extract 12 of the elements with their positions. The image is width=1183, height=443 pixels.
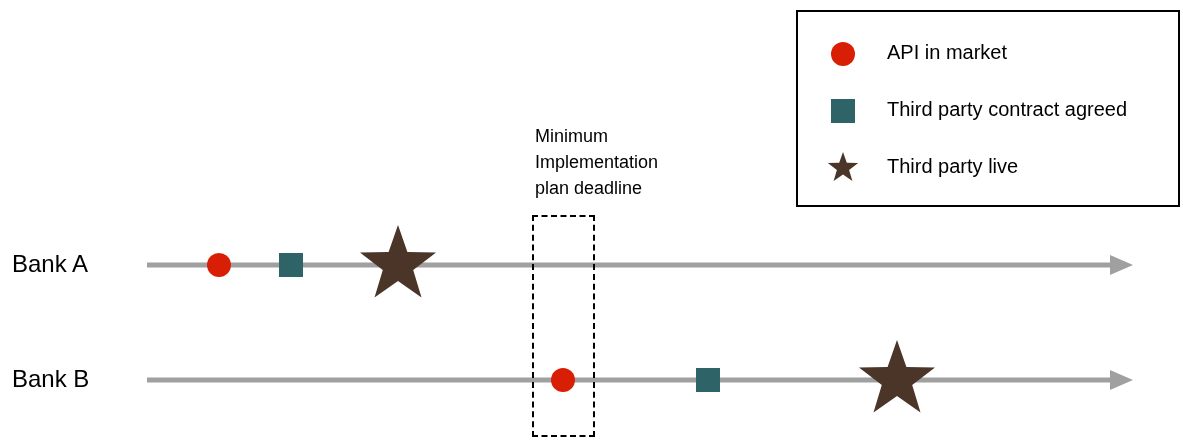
legend-text: API in market — [887, 41, 1008, 64]
circle-marker — [207, 253, 231, 277]
legend-text: Third party live — [887, 155, 1019, 178]
square-marker — [696, 368, 720, 392]
deadline-label: Minimum Implementation plan deadline — [535, 125, 660, 200]
circle-marker — [551, 368, 575, 392]
square-marker — [279, 253, 303, 277]
star-marker — [360, 225, 436, 298]
row-label: Bank A — [12, 250, 89, 278]
star-marker — [859, 340, 935, 413]
legend-text: Third party contract agreed — [887, 98, 1128, 121]
row-label: Bank B — [12, 365, 90, 393]
